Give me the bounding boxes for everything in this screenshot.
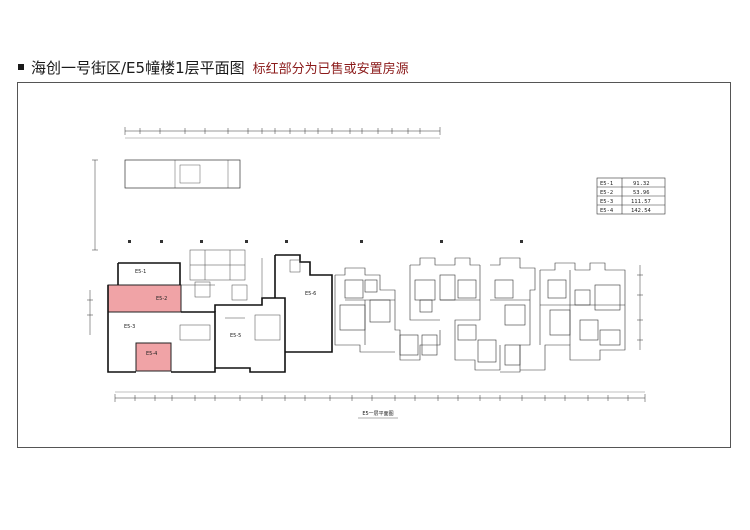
grid-marks <box>128 240 523 243</box>
unit-e5-2-fill <box>107 284 182 313</box>
right-dimension-line <box>637 265 643 350</box>
unit-label-e5-6: E5-6 <box>305 291 316 297</box>
page-title: 海创一号街区/E5幢楼1层平面图 <box>31 58 245 77</box>
floor-plan-frame <box>17 82 731 448</box>
page-header: 海创一号街区/E5幢楼1层平面图 标红部分为已售或安置房源 <box>18 56 409 78</box>
unit-e5-4-fill <box>135 342 172 372</box>
residential-block-3 <box>490 257 536 373</box>
area-table-text: E5-1 91.32 E5-2 53.96 E5-3 111.57 E5-4 1… <box>600 181 652 214</box>
plan-caption: E5一层平面图 <box>362 411 393 417</box>
bullet-icon <box>18 64 24 70</box>
commercial-details <box>179 249 301 341</box>
unit-label-e5-3: E5-3 <box>124 324 135 330</box>
residential-block-2 <box>409 257 501 371</box>
left-dimension-line <box>87 159 98 335</box>
area-row-3-unit: E5-3 <box>600 199 613 205</box>
sold-units <box>107 284 182 372</box>
residential-block-4 <box>520 262 626 371</box>
commercial-walls <box>107 254 333 373</box>
area-row-4-area: 142.54 <box>631 208 652 214</box>
area-row-4-unit: E5-4 <box>600 208 614 214</box>
unit-label-e5-5: E5-5 <box>230 333 241 339</box>
bottom-dimension-line <box>114 391 646 402</box>
annex-building <box>124 159 241 189</box>
area-row-3-area: 111.57 <box>631 199 651 205</box>
sold-note: 标红部分为已售或安置房源 <box>252 61 409 77</box>
area-row-2-unit: E5-2 <box>600 190 613 196</box>
residential-block-1 <box>334 267 441 361</box>
area-row-1-unit: E5-1 <box>600 181 613 187</box>
area-row-2-area: 53.96 <box>633 190 650 196</box>
unit-label-e5-4: E5-4 <box>146 351 157 357</box>
unit-labels: E5-1 E5-2 E5-3 E5-4 E5-5 E5-6 <box>124 269 316 357</box>
area-table <box>596 177 666 215</box>
top-dimension-line <box>124 127 441 139</box>
unit-label-e5-2: E5-2 <box>156 296 167 302</box>
area-row-1-area: 91.32 <box>633 181 650 187</box>
unit-label-e5-1: E5-1 <box>135 269 146 275</box>
